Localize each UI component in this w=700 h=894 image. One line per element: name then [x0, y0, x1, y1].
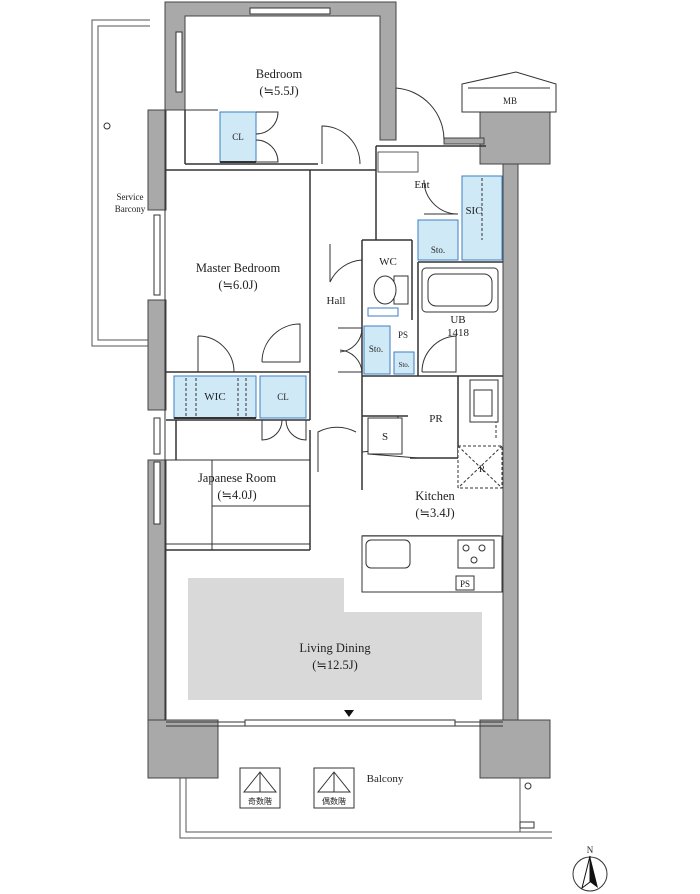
- sto-entrance-label: Sto.: [431, 245, 445, 255]
- ub-label: UB: [450, 314, 465, 326]
- balcony-label: Balcony: [367, 773, 404, 785]
- refrigerator-label: R: [479, 464, 485, 474]
- meter-box: MB: [461, 71, 557, 113]
- window-marker: [344, 710, 354, 717]
- bedroom-size: (≒5.5J): [259, 84, 298, 98]
- living-dining-name: Living Dining: [299, 641, 371, 655]
- master-bedroom-size: (≒6.0J): [218, 278, 257, 292]
- entrance-step: [377, 151, 419, 173]
- shower-label: S: [382, 431, 388, 443]
- balcony-vent: [519, 821, 535, 829]
- sliding-door-marks: [174, 161, 256, 419]
- structural-walls: [147, 1, 551, 779]
- kitchen-size: (≒3.4J): [415, 506, 454, 520]
- ps-kitchen-label: PS: [460, 579, 470, 589]
- service-balcony-outline: [91, 19, 150, 347]
- door-swings: [197, 87, 459, 472]
- balcony-outline: [179, 778, 552, 839]
- evacuation-even-label: 偶数階: [322, 796, 346, 806]
- sto-small-label: Sto.: [398, 361, 409, 369]
- evacuation-hatch-even: [313, 767, 355, 809]
- master-bedroom-name: Master Bedroom: [196, 261, 281, 275]
- washing-machine-space: [469, 379, 499, 423]
- evacuation-odd-label: 奇数階: [248, 796, 272, 806]
- sto-hall-label: Sto.: [369, 344, 383, 354]
- service-balcony-line1: Service: [117, 192, 144, 202]
- refrigerator-space: [457, 445, 503, 489]
- wc-label: WC: [379, 256, 397, 268]
- drain-marker: [524, 782, 532, 790]
- japanese-room-name: Japanese Room: [198, 471, 276, 485]
- north-label: N: [587, 845, 594, 855]
- windows: [153, 7, 456, 727]
- mb-label: MB: [503, 96, 517, 106]
- drain-marker: [103, 122, 111, 130]
- cl-japanese-label: CL: [277, 392, 289, 402]
- ub-size: 1418: [447, 327, 470, 339]
- living-dining-area: [188, 578, 482, 700]
- evacuation-hatch-odd: [239, 767, 281, 809]
- pr-label: PR: [429, 413, 443, 425]
- japanese-room-size: (≒4.0J): [217, 488, 256, 502]
- cl-bedroom-label: CL: [232, 132, 244, 142]
- wic-label: WIC: [204, 391, 225, 403]
- living-dining-size: (≒12.5J): [312, 658, 358, 672]
- hall-label: Hall: [327, 295, 346, 307]
- kitchen-counter: [361, 535, 503, 593]
- service-balcony-line2: Barcony: [115, 204, 146, 214]
- entrance-label: Ent: [414, 179, 429, 191]
- north-compass: N: [572, 845, 608, 892]
- washbasin: [367, 417, 419, 459]
- sic-label: SIC: [465, 205, 482, 217]
- bedroom-name: Bedroom: [256, 67, 303, 81]
- tatami-lines: [166, 459, 310, 550]
- ps-hall-label: PS: [398, 330, 408, 340]
- bathtub: [421, 267, 499, 313]
- kitchen-name: Kitchen: [415, 489, 455, 503]
- interior-walls: [166, 110, 503, 551]
- toilet: [367, 275, 409, 317]
